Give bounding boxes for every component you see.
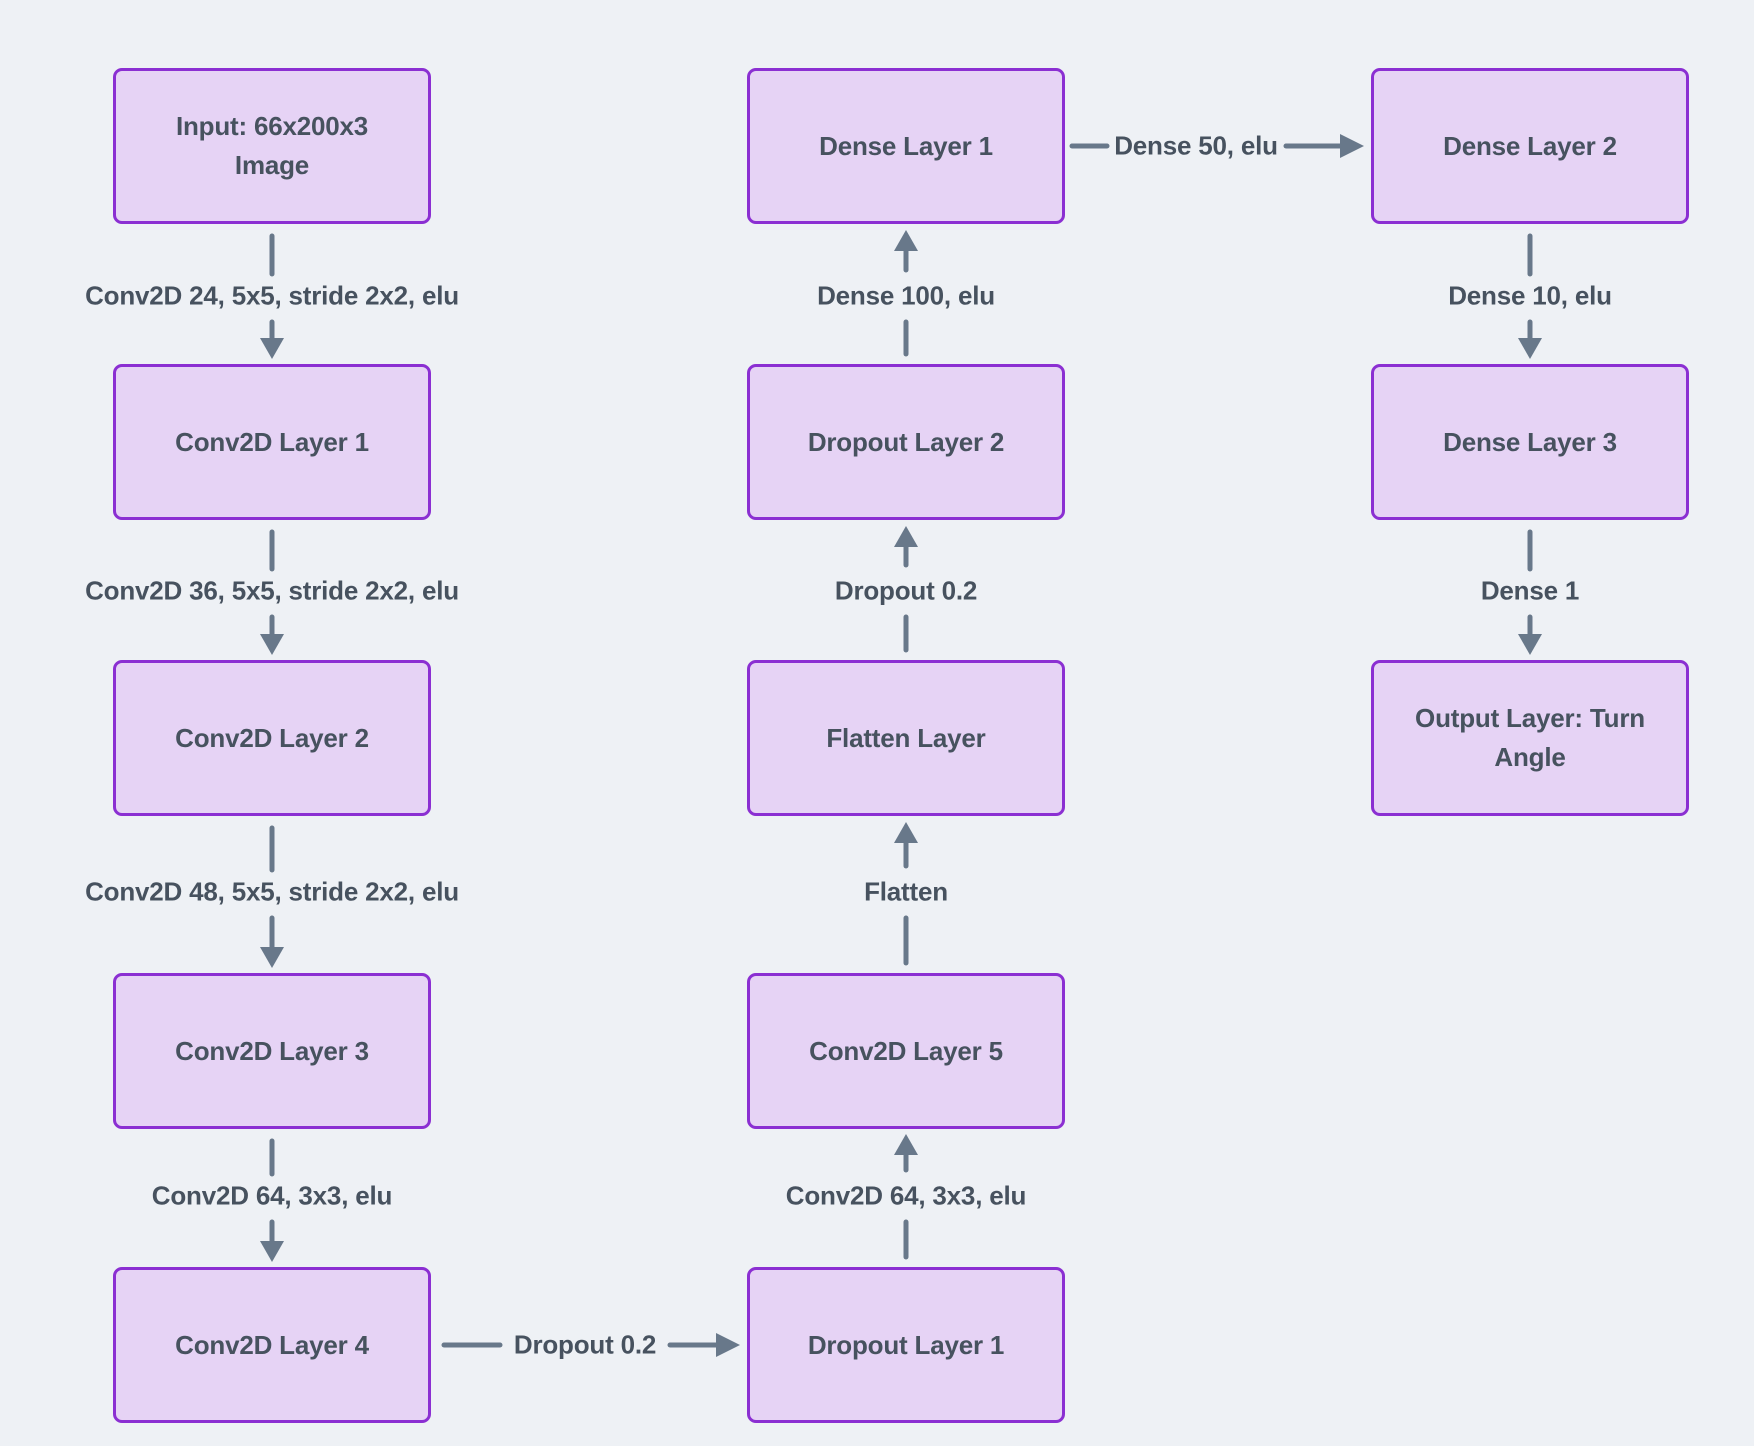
edge-arrow-conv3-conv4 [260, 1138, 284, 1262]
node-label: Flatten Layer [826, 722, 986, 753]
node-dropout-layer-2: Dropout Layer 2 [747, 364, 1065, 520]
edge-label-input-conv1: Conv2D 24, 5x5, stride 2x2, elu [85, 280, 459, 311]
node-label: Dropout Layer 1 [807, 1329, 1005, 1360]
node-label: Dense Layer 1 [819, 130, 993, 161]
edge-label-conv1-conv2: Conv2D 36, 5x5, stride 2x2, elu [85, 575, 459, 606]
edge-arrow-dropout2-dense1 [894, 230, 918, 357]
node-flatten-layer: Flatten Layer [747, 660, 1065, 816]
edge-label-conv5-flatten: Flatten [864, 876, 948, 907]
edge-label-conv4-dropout1: Dropout 0.2 [513, 1329, 657, 1360]
node-label: Conv2D Layer 1 [175, 426, 369, 457]
node-dense-layer-2: Dense Layer 2 [1371, 68, 1689, 224]
node-conv2d-layer-1: Conv2D Layer 1 [113, 364, 431, 520]
node-label: Conv2D Layer 5 [809, 1035, 1003, 1066]
node-label: Dense Layer 2 [1443, 130, 1617, 161]
node-label: Output Layer: Turn Angle [1415, 703, 1645, 772]
node-label: Conv2D Layer 3 [175, 1035, 369, 1066]
node-conv2d-layer-2: Conv2D Layer 2 [113, 660, 431, 816]
node-conv2d-layer-5: Conv2D Layer 5 [747, 973, 1065, 1129]
edge-label-flatten-dropout2: Dropout 0.2 [834, 575, 978, 606]
node-conv2d-layer-4: Conv2D Layer 4 [113, 1267, 431, 1423]
edge-label-dense2-dense3: Dense 10, elu [1448, 280, 1612, 311]
edge-arrow-dense3-output [1518, 529, 1542, 655]
node-dense-layer-1: Dense Layer 1 [747, 68, 1065, 224]
edge-arrow-conv5-flatten [894, 822, 918, 966]
node-label: Conv2D Layer 2 [175, 722, 369, 753]
edge-label-conv2-conv3: Conv2D 48, 5x5, stride 2x2, elu [85, 876, 459, 907]
node-conv2d-layer-3: Conv2D Layer 3 [113, 973, 431, 1129]
node-label: Dropout Layer 2 [807, 426, 1005, 457]
edge-arrow-input-conv1 [260, 233, 284, 359]
edge-label-dropout2-dense1: Dense 100, elu [817, 280, 995, 311]
edge-label-dropout1-conv5: Conv2D 64, 3x3, elu [785, 1180, 1027, 1211]
node-label: Input: 66x200x3 Image [175, 111, 369, 180]
edge-label-conv3-conv4: Conv2D 64, 3x3, elu [151, 1180, 393, 1211]
edge-label-dense1-dense2: Dense 50, elu [1114, 130, 1278, 161]
edge-arrow-flatten-dropout2 [894, 526, 918, 653]
node-label: Dense Layer 3 [1443, 426, 1617, 457]
edge-label-dense3-output: Dense 1 [1480, 575, 1580, 606]
node-output-layer: Output Layer: Turn Angle [1371, 660, 1689, 816]
node-dropout-layer-1: Dropout Layer 1 [747, 1267, 1065, 1423]
edge-arrow-conv4-dropout1 [441, 1333, 740, 1357]
edge-arrow-conv1-conv2 [260, 529, 284, 655]
node-dense-layer-3: Dense Layer 3 [1371, 364, 1689, 520]
edge-arrow-dropout1-conv5 [894, 1134, 918, 1260]
edge-arrow-conv2-conv3 [260, 825, 284, 968]
edge-arrow-dense2-dense3 [1518, 233, 1542, 359]
node-input-layer: Input: 66x200x3 Image [113, 68, 431, 224]
node-label: Conv2D Layer 4 [175, 1329, 369, 1360]
edge-arrow-dense1-dense2 [1069, 134, 1364, 158]
